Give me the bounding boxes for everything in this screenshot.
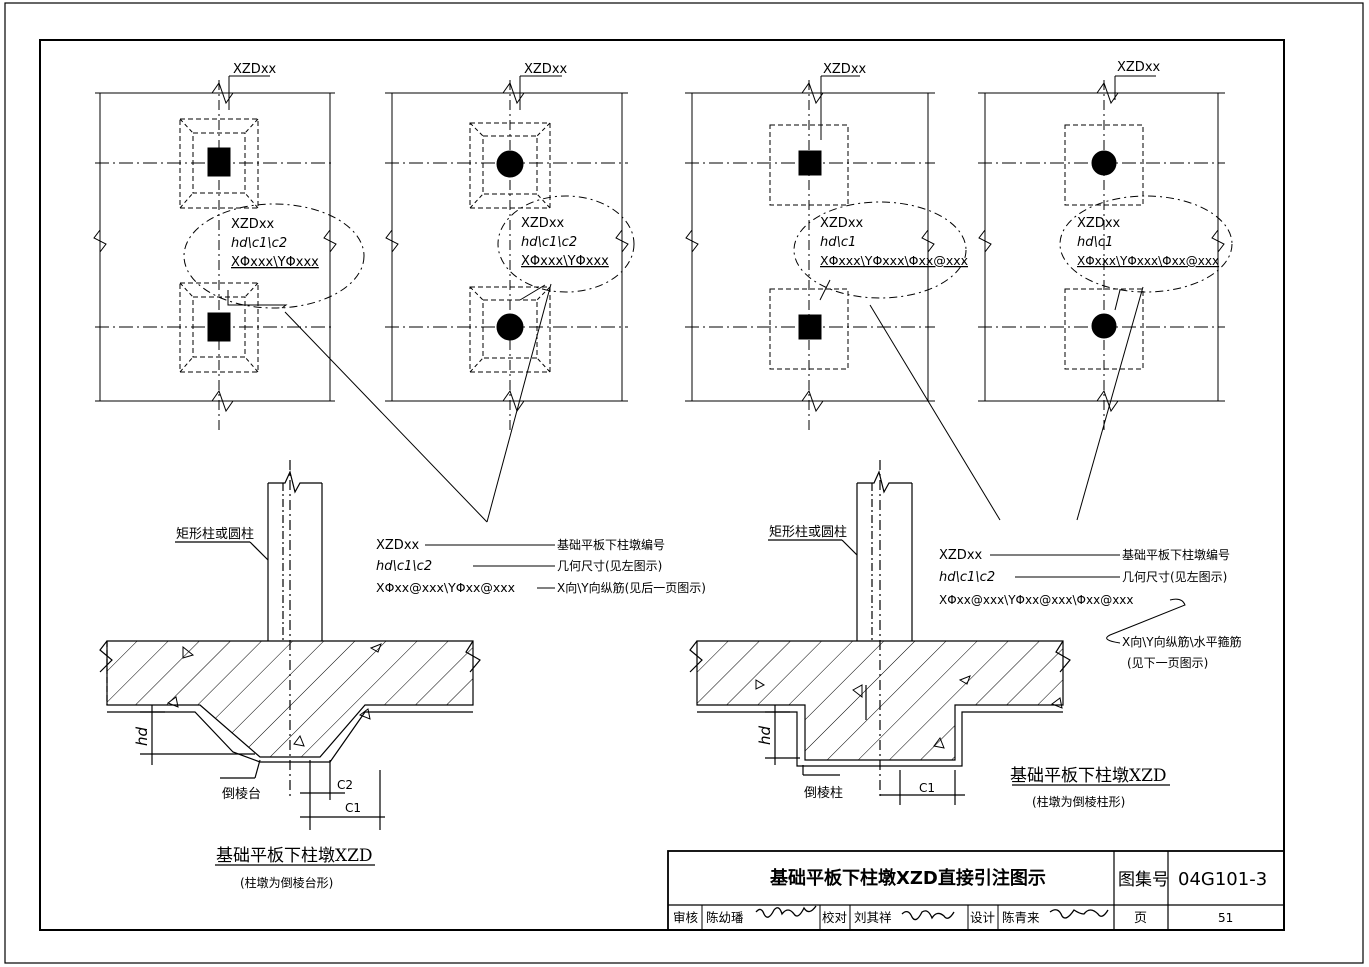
right-note-line2: (见下一页图示) <box>1127 656 1208 670</box>
review-label: 审核 <box>673 910 699 925</box>
plan1-callout-line1: XZDxx <box>231 217 275 232</box>
right-legend-code-3: XΦxx@xxx\YΦxx@xxx\Φxx@xxx <box>939 593 1134 607</box>
atlas-label: 图集号 <box>1118 870 1169 890</box>
right-legend-code-1: XZDxx <box>939 548 983 563</box>
right-c1-label: C1 <box>919 781 935 795</box>
left-section-drawing <box>99 460 481 866</box>
right-legend-desc-2: 几何尺寸(见左图示) <box>1122 569 1227 584</box>
left-legend-desc-2: 几何尺寸(见左图示) <box>557 558 662 573</box>
left-c1-label: C1 <box>345 801 361 815</box>
plan1-callout-line2: hd\c1\c2 <box>231 236 287 251</box>
plan2-callout-line1: XZDxx <box>521 216 565 231</box>
plan1-callout-line3: XΦxxx\YΦxxx <box>231 255 319 270</box>
signature-marks <box>755 905 1109 921</box>
left-legend-code-2: hd\c1\c2 <box>376 559 432 574</box>
left-pier-label: 倒棱台 <box>222 786 261 802</box>
right-hd-label: hd <box>756 725 774 745</box>
left-legend-desc-1: 基础平板下柱墩编号 <box>557 537 665 552</box>
right-subcaption: (柱墩为倒棱柱形) <box>1032 794 1125 809</box>
right-pier-label: 倒棱柱 <box>804 785 843 801</box>
drawing-title: 基础平板下柱墩XZD直接引注图示 <box>769 867 1046 889</box>
plan-view-3 <box>685 75 1001 521</box>
reviewer-name: 陈幼璠 <box>706 910 744 925</box>
plan4-tag: XZDxx <box>1117 60 1161 75</box>
sheet-frame <box>4 2 1364 964</box>
plan4-callout-line1: XZDxx <box>1077 216 1121 231</box>
right-caption: 基础平板下柱墩XZD <box>1010 766 1167 786</box>
left-legend-code-3: XΦxx@xxx\YΦxx@xxx <box>376 580 515 595</box>
plan4-callout-line3: XΦxxx\YΦxxx\Φxx@xxx <box>1077 254 1219 268</box>
plan3-callout-line3: XΦxxx\YΦxxx\Φxx@xxx <box>820 253 968 268</box>
right-column-label: 矩形柱或圆柱 <box>769 525 847 540</box>
atlas-number: 04G101-3 <box>1178 869 1267 890</box>
left-hd-label: hd <box>133 726 151 746</box>
plan-view-1 <box>93 75 488 523</box>
left-legend-code-1: XZDxx <box>376 538 420 553</box>
drawing-frame <box>39 39 1285 931</box>
design-label: 设计 <box>970 910 995 925</box>
plan-view-2 <box>385 75 635 523</box>
plan3-callout-line1: XZDxx <box>820 216 864 231</box>
left-legend-desc-3: X向\Y向纵筋(见后一页图示) <box>557 580 706 595</box>
plan2-callout-line2: hd\c1\c2 <box>521 235 577 250</box>
left-c2-label: C2 <box>337 778 353 792</box>
plan3-tag: XZDxx <box>823 62 867 77</box>
right-legend-code-2: hd\c1\c2 <box>939 570 995 585</box>
right-legend-desc-1: 基础平板下柱墩编号 <box>1122 547 1230 562</box>
plan2-tag: XZDxx <box>524 62 568 77</box>
plan1-tag: XZDxx <box>233 62 277 77</box>
right-note-line1: X向\Y向纵筋\水平箍筋 <box>1122 634 1242 649</box>
plan-view-4 <box>978 75 1233 521</box>
left-legend <box>425 544 555 589</box>
plan3-callout-line2: hd\c1 <box>820 235 856 250</box>
title-block <box>667 850 1285 931</box>
plan4-callout-line2: hd\c1 <box>1077 235 1113 250</box>
left-caption: 基础平板下柱墩XZD <box>216 846 373 866</box>
checker-name: 刘其祥 <box>854 910 892 925</box>
check-label: 校对 <box>822 910 847 925</box>
page-number: 51 <box>1218 911 1233 925</box>
page-label: 页 <box>1134 911 1147 926</box>
left-subcaption: (柱墩为倒棱台形) <box>240 875 333 890</box>
plan2-callout-line3: XΦxxx\YΦxxx <box>521 254 609 269</box>
right-section-drawing <box>689 460 1170 805</box>
right-legend <box>990 554 1186 644</box>
left-column-label: 矩形柱或圆柱 <box>176 527 254 542</box>
designer-name: 陈青来 <box>1002 910 1040 925</box>
